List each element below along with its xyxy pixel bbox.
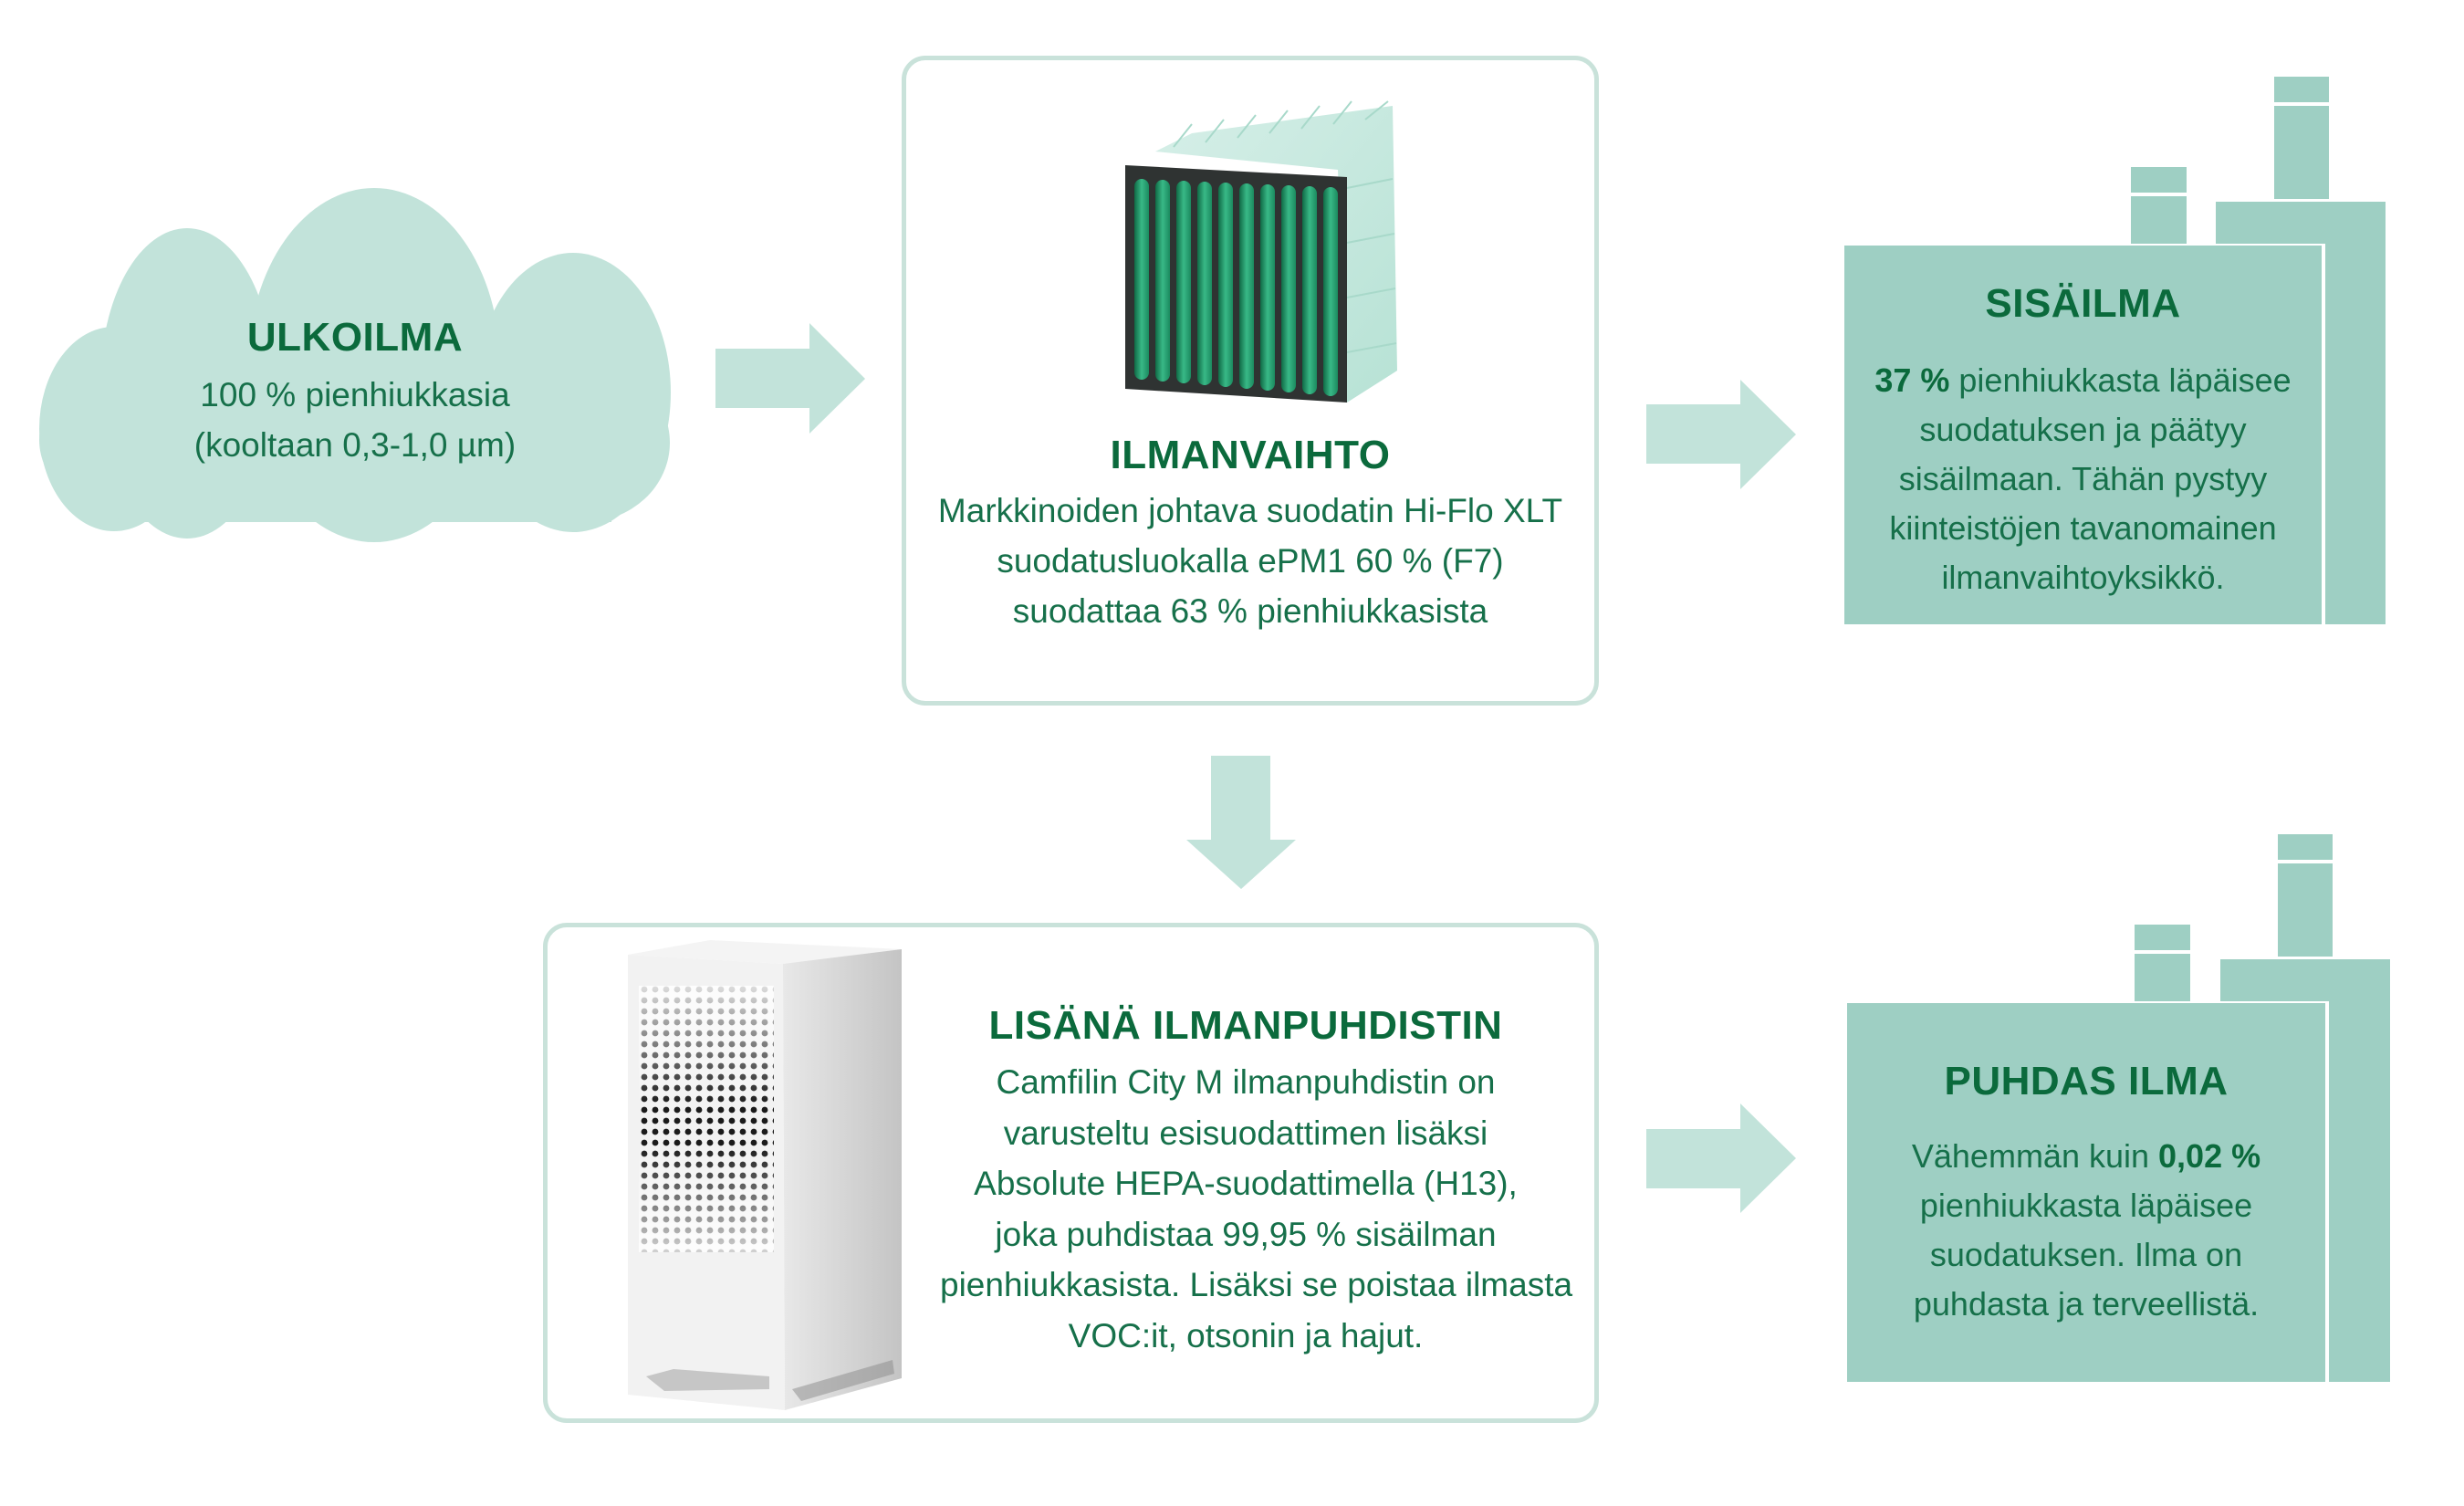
purifier-title: LISÄNÄ ILMANPUHDISTIN — [988, 1003, 1503, 1048]
outdoor-title: ULKOILMA — [246, 315, 464, 360]
outdoor-line: (kooltaan 0,3-1,0 µm) — [193, 426, 517, 464]
purifier-line: varusteltu esisuodattimen lisäksi — [1003, 1114, 1488, 1152]
cloud-icon — [39, 188, 671, 542]
building-icon — [1845, 834, 2390, 1382]
clean-air-line: suodatuksen. Ilma on — [1929, 1236, 2243, 1273]
building-icon — [1843, 77, 2386, 624]
ventilation-title: ILMANVAIHTO — [1110, 433, 1391, 477]
purifier-line: Camfilin City M ilmanpuhdistin on — [996, 1063, 1496, 1101]
purifier-line: joka puhdistaa 99,95 % sisäilman — [995, 1215, 1497, 1253]
clean-air-line: pienhiukkasta läpäisee — [1919, 1187, 2253, 1224]
arrow-down-icon — [1186, 756, 1296, 889]
indoor-percentage: 37 % — [1874, 361, 1950, 399]
ventilation-description: Markkinoiden johtava suodatin Hi-Flo XLT… — [906, 486, 1594, 636]
ventilation-card: ILMANVAIHTO Markkinoiden johtava suodati… — [902, 56, 1599, 706]
ventilation-line: suodattaa 63 % pienhiukkasista — [1012, 592, 1488, 630]
indoor-line: kiinteistöjen tavanomainen — [1889, 509, 2277, 547]
filter-pockets — [1134, 179, 1338, 396]
ventilation-line: suodatusluokalla ePM1 60 % (F7) — [997, 542, 1504, 580]
arrow-right-icon — [1646, 380, 1796, 489]
arrow-right-icon — [1646, 1103, 1796, 1213]
arrow-right-icon — [715, 323, 865, 434]
purifier-card: LISÄNÄ ILMANPUHDISTIN Camfilin City M il… — [543, 923, 1599, 1423]
purifier-description: Camfilin City M ilmanpuhdistin on varust… — [940, 1057, 1573, 1362]
purifier-line: Absolute HEPA-suodattimella (H13), — [974, 1165, 1518, 1203]
clean-air-line: Vähemmän kuin 0,02 % — [1847, 1132, 2325, 1181]
air-purifier-image — [628, 940, 902, 1410]
purifier-line: pienhiukkasista. Lisäksi se poistaa ilma… — [940, 1266, 1573, 1304]
outdoor-line: 100 % pienhiukkasia — [200, 376, 510, 413]
indoor-line: sisäilmaan. Tähän pystyy — [1898, 460, 2268, 497]
clean-air-line: puhdasta ja terveellistä. — [1913, 1285, 2260, 1323]
indoor-line: ilmanvaihtoyksikkö. — [1941, 559, 2225, 596]
indoor-line: 37 % pienhiukkasta läpäisee — [1844, 356, 2322, 405]
indoor-line-text: pienhiukkasta läpäisee — [1958, 361, 2292, 399]
clean-air-title: PUHDAS ILMA — [1944, 1059, 2229, 1103]
outdoor-description: 100 % pienhiukkasia (kooltaan 0,3-1,0 µm… — [40, 370, 670, 470]
clean-air-percentage: 0,02 % — [2158, 1137, 2261, 1175]
purifier-line: VOC:it, otsonin ja hajut. — [1068, 1316, 1424, 1354]
indoor-title: SISÄILMA — [1985, 281, 2181, 326]
indoor-description: 37 % pienhiukkasta läpäisee suodatuksen … — [1844, 356, 2322, 602]
clean-air-lead: Vähemmän kuin — [1911, 1137, 2150, 1175]
bag-filter-image — [1125, 100, 1397, 403]
indoor-line: suodatuksen ja päätyy — [1919, 411, 2247, 448]
clean-air-description: Vähemmän kuin 0,02 % pienhiukkasta läpäi… — [1847, 1132, 2325, 1329]
ventilation-line: Markkinoiden johtava suodatin Hi-Flo XLT — [937, 492, 1563, 529]
